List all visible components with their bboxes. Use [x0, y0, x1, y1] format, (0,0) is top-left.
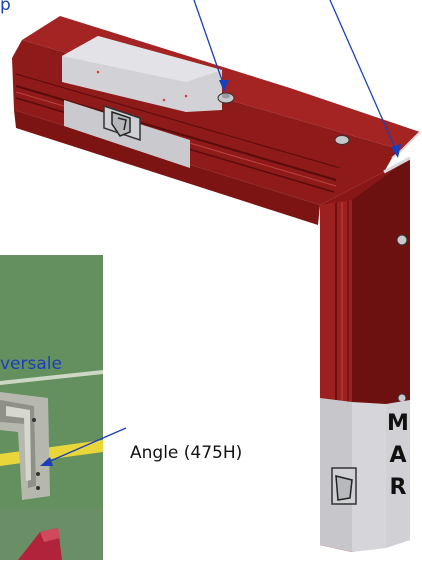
leader-angle: [47, 427, 127, 463]
bolt-heads: [217, 92, 408, 403]
clip-bracket-vertical: [331, 467, 357, 505]
callout-leaders: [40, 0, 401, 466]
plate-letter-2: A: [389, 443, 406, 468]
leader-corner: [329, 0, 397, 151]
arrow-head-angle: [40, 457, 53, 466]
plate-letter-1: M: [387, 411, 409, 436]
clip-bracket-horizontal: [103, 104, 141, 142]
left-partial-label: versale: [0, 354, 62, 374]
photo-inset: [0, 255, 103, 560]
arrow-head-corner: [391, 144, 401, 158]
arrow-head-bolt: [219, 80, 229, 92]
plate-letter-3: R: [390, 475, 407, 500]
top-partial-label: p: [0, 0, 11, 15]
leader-bolt: [193, 0, 225, 87]
angle-callout-label: Angle (475H): [130, 443, 243, 463]
letter-plate: [386, 400, 410, 548]
